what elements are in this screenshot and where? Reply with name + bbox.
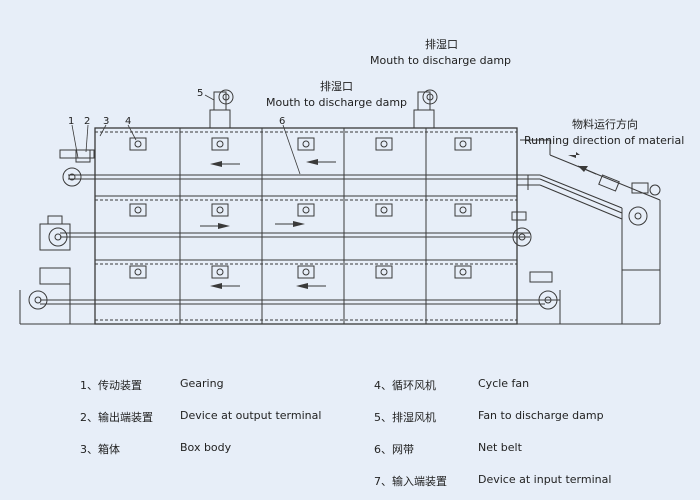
legend-item-7: 7、输入端装置 Device at input terminal: [374, 473, 611, 489]
arrow-left-tier-1b: [306, 159, 318, 165]
legend-item-3: 3、箱体 Box body: [80, 441, 231, 457]
gearing: [59, 149, 95, 187]
legend-item-1: 1、传动装置 Gearing: [80, 377, 224, 393]
legend-num: 4、: [374, 379, 392, 392]
legend-zh: 传动装置: [98, 379, 142, 392]
discharge-fan-left: [209, 89, 234, 129]
callout-2: 2: [84, 116, 90, 127]
discharge-mid-zh: 排湿口: [320, 79, 353, 93]
arrow-direction-material: [568, 152, 580, 158]
legend-item-2: 2、输出端装置 Device at output terminal: [80, 409, 321, 425]
net-belt-tier-2: [60, 232, 530, 238]
legend-zh: 网带: [392, 443, 414, 456]
discharge-mid-en: Mouth to discharge damp: [266, 96, 407, 109]
direction-zh: 物料运行方向: [572, 117, 638, 131]
panel-dividers: [179, 128, 427, 324]
callout-3: 3: [103, 116, 109, 127]
legend-zh: 输入端装置: [392, 475, 447, 488]
net-belt-tier-1: [68, 174, 517, 180]
legend-item-6: 6、网带 Net belt: [374, 441, 522, 457]
arrow-left-tier-1: [210, 161, 222, 167]
input-terminal-conveyor: [517, 139, 661, 324]
discharge-top-zh: 排湿口: [425, 37, 458, 51]
callout-leaders: [71, 94, 301, 175]
legend-item-4: 4、循环风机 Cycle fan: [374, 377, 529, 393]
arrow-left-tier-3b: [296, 283, 308, 289]
direction-en: Running direction of material: [524, 134, 684, 147]
return-rollers-right: [511, 211, 660, 325]
legend-zh: 排湿风机: [392, 411, 436, 424]
arrow-left-tier-3: [210, 283, 222, 289]
callout-5: 5: [197, 88, 203, 99]
legend-num: 5、: [374, 411, 392, 424]
legend-en: Device at output terminal: [180, 409, 322, 422]
legend-en: Box body: [180, 441, 232, 454]
output-terminal-device: [19, 215, 95, 325]
legend-zh: 箱体: [98, 443, 120, 456]
callout-6: 6: [279, 116, 285, 127]
discharge-top-en: Mouth to discharge damp: [370, 54, 511, 67]
legend-num: 6、: [374, 443, 392, 456]
callout-4: 4: [125, 116, 131, 127]
legend-num: 7、: [374, 475, 392, 488]
cycle-fans: [129, 137, 472, 279]
legend-en: Net belt: [478, 441, 522, 454]
discharge-fan-right: [413, 89, 438, 129]
legend-num: 2、: [80, 411, 98, 424]
legend-item-5: 5、排湿风机 Fan to discharge damp: [374, 409, 604, 425]
legend-zh: 循环风机: [392, 379, 436, 392]
legend-en: Cycle fan: [478, 377, 530, 390]
net-belt-tier-3: [40, 299, 545, 305]
legend-en: Gearing: [180, 377, 224, 390]
flow-arrows: [200, 152, 597, 289]
legend-num: 1、: [80, 379, 98, 392]
callout-1: 1: [68, 116, 74, 127]
legend-en: Device at input terminal: [478, 473, 612, 486]
box-body: [94, 127, 518, 325]
arrow-right-tier-2: [218, 223, 230, 229]
legend-num: 3、: [80, 443, 98, 456]
arrow-right-tier-2b: [293, 221, 305, 227]
legend-en: Fan to discharge damp: [478, 409, 604, 422]
legend-zh: 输出端装置: [98, 411, 153, 424]
